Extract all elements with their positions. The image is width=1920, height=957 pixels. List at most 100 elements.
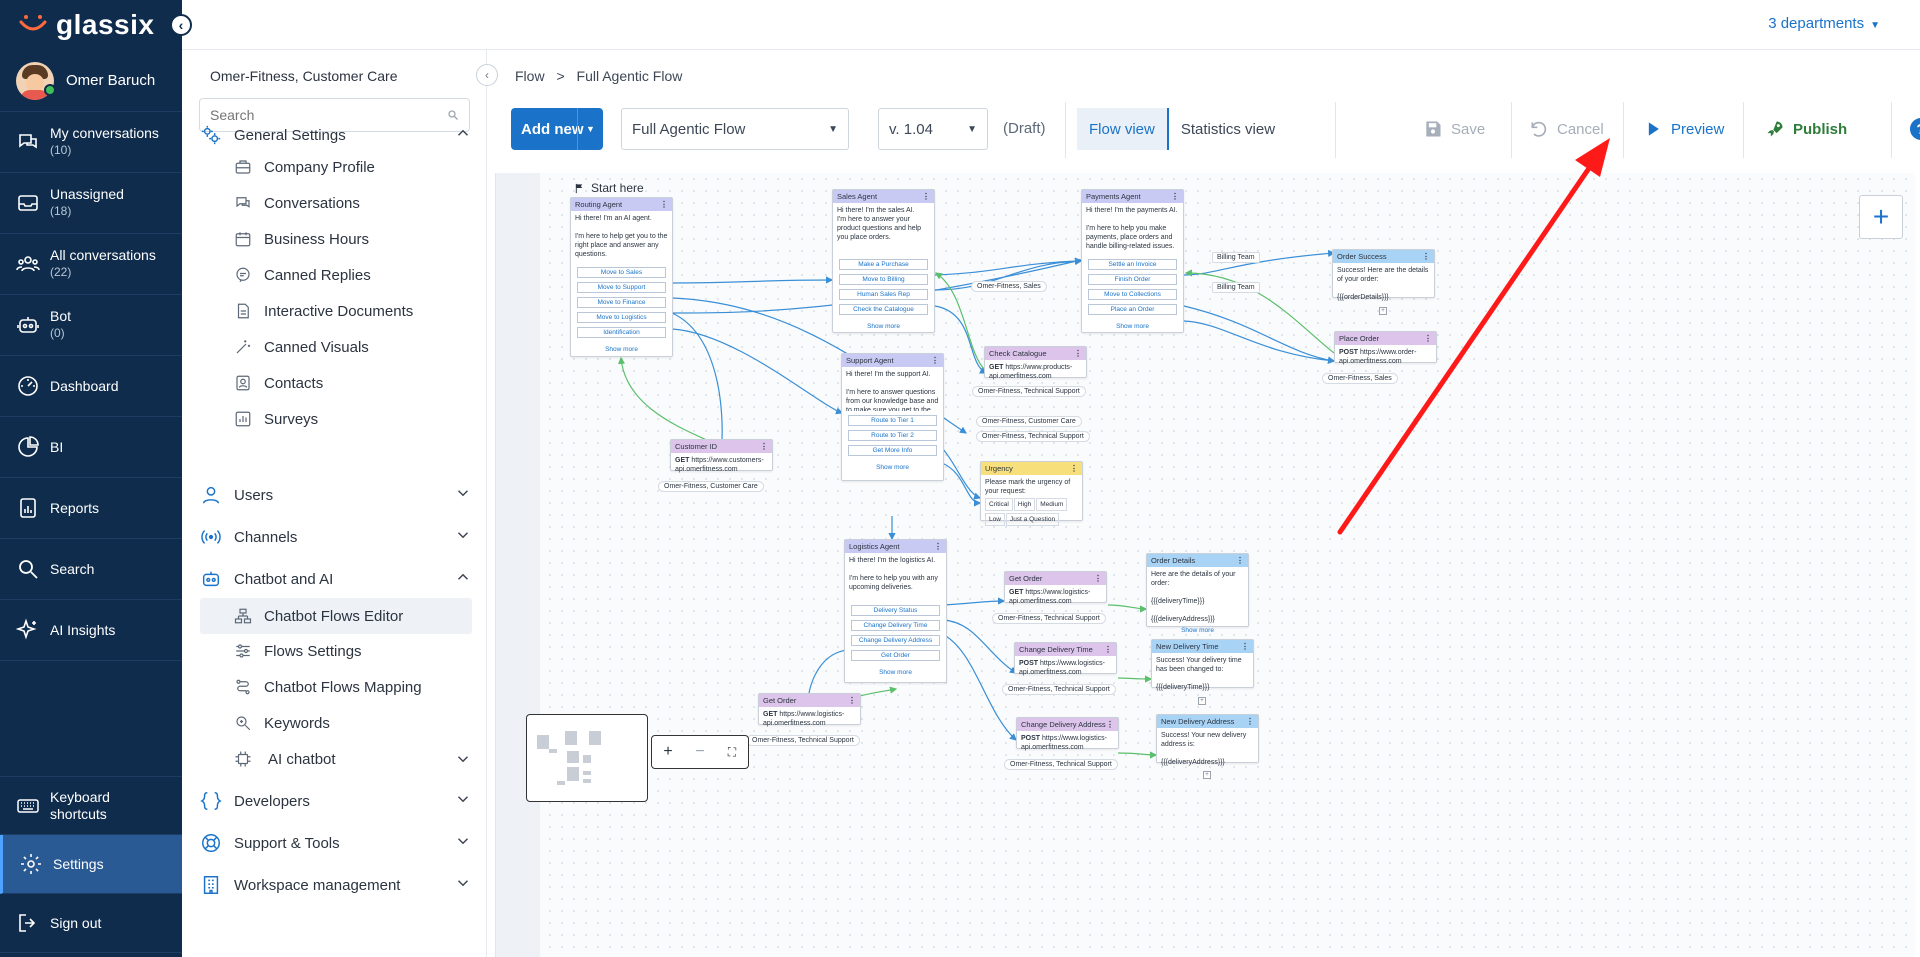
flow-canvas[interactable]: Start here Routing Agent⋮ Hi there! I'm … [495,173,1915,957]
node-button[interactable]: Route to Tier 2 [848,430,937,441]
more-options-icon[interactable]: ⋮ [1104,645,1112,654]
add-new-dropdown-icon[interactable]: ▼ [577,108,603,150]
statistics-view-tab[interactable]: Statistics view [1180,120,1276,138]
departments-dropdown[interactable]: 3 departments▼ [1768,15,1880,32]
team-chip[interactable]: Omer-Fitness, Sales [971,281,1047,292]
node-logistics-agent[interactable]: Logistics Agent⋮ Hi there! I'm the logis… [844,539,947,683]
show-more-link[interactable]: Show more [876,464,909,471]
zoom-out-button[interactable]: − [695,743,705,760]
node-button[interactable]: Change Delivery Time [851,620,940,631]
team-chip[interactable]: Omer-Fitness, Technical Support [992,613,1106,624]
more-options-icon[interactable]: ⋮ [1094,574,1102,583]
cancel-button[interactable]: Cancel [1529,108,1604,150]
nav-settings[interactable]: Settings [0,835,182,894]
save-button[interactable]: Save [1423,108,1485,150]
flow-view-tab[interactable]: Flow view [1077,108,1169,150]
node-sales-agent[interactable]: Sales Agent⋮ Hi there! I'm the sales AI.… [832,189,935,333]
more-options-icon[interactable]: ⋮ [660,200,668,209]
menu-surveys[interactable]: Surveys [200,402,472,436]
node-button[interactable]: Get Order [851,650,940,661]
node-new-delivery-time[interactable]: New Delivery Time⋮ Success! Your deliver… [1151,639,1254,691]
node-support-agent[interactable]: Support Agent⋮ Hi there! I'm the support… [841,353,944,481]
nav-unassigned[interactable]: Unassigned(18) [0,173,182,234]
menu-company-profile[interactable]: Company Profile [200,150,472,184]
menu-chatbot-flows-editor[interactable]: Chatbot Flows Editor [200,598,472,634]
more-options-icon[interactable]: ⋮ [1236,556,1244,565]
menu-conversations[interactable]: Conversations [200,186,472,220]
node-order-details[interactable]: Order Details⋮ Here are the details of y… [1146,553,1249,634]
minimap[interactable] [526,714,648,802]
urgency-option[interactable]: Low [985,513,1005,526]
section-support-tools[interactable]: Support & Tools [200,832,472,854]
team-chip[interactable]: Omer-Fitness, Technical Support [746,735,860,746]
urgency-option[interactable]: Medium [1036,498,1068,511]
collapse-nav-button[interactable]: ‹ [170,14,192,36]
node-button[interactable]: Identification [577,327,666,338]
urgency-option[interactable]: High [1013,498,1036,511]
nav-bi[interactable]: BI [0,417,182,478]
node-button[interactable]: Place an Order [1088,304,1177,315]
team-chip[interactable]: Omer-Fitness, Customer Care [976,416,1082,427]
section-general-settings[interactable]: General Settings [200,124,472,146]
more-options-icon[interactable]: ⋮ [922,192,930,201]
menu-flows-settings[interactable]: Flows Settings [200,634,472,668]
nav-my-conversations[interactable]: My conversations(10) [0,112,182,173]
menu-ai-chatbot[interactable]: AI chatbot [200,742,472,776]
section-developers[interactable]: Developers [200,790,472,812]
node-button[interactable]: Move to Logistics [577,312,666,323]
menu-canned-visuals[interactable]: Canned Visuals [200,330,472,364]
node-button[interactable]: Check the Catalogue [839,304,928,315]
node-order-success[interactable]: Order Success⋮ Success! Here are the det… [1332,249,1435,301]
node-check-catalogue[interactable]: Check Catalogue⋮ GET https://www.product… [984,346,1087,380]
more-options-icon[interactable]: ⋮ [1070,464,1078,473]
urgency-option[interactable]: Critical [985,498,1013,511]
node-button[interactable]: Delivery Status [851,605,940,616]
node-get-order-2[interactable]: Get Order⋮ GET https://www.logistics-api… [758,693,861,727]
more-options-icon[interactable]: ⋮ [1424,334,1432,343]
show-more-link[interactable]: Show more [1181,627,1214,634]
user-profile[interactable]: Omer Baruch [0,50,182,112]
node-button[interactable]: Move to Sales [577,267,666,278]
node-button[interactable]: Human Sales Rep [839,289,928,300]
flow-select[interactable]: Full Agentic Flow ▼ [621,108,849,150]
menu-business-hours[interactable]: Business Hours [200,222,472,256]
node-customer-id[interactable]: Customer ID⋮ GET https://www.customers-a… [670,439,773,473]
nav-sign-out[interactable]: Sign out [0,894,182,953]
settings-search[interactable] [199,98,470,132]
node-place-order[interactable]: Place Order⋮ POST https://www.order-api.… [1334,331,1437,365]
show-more-link[interactable]: Show more [867,323,900,330]
add-step-button[interactable]: + [1379,307,1387,315]
node-button[interactable]: Route to Tier 1 [848,415,937,426]
more-options-icon[interactable]: ⋮ [1246,717,1254,726]
menu-keywords[interactable]: Keywords [200,706,472,740]
node-button[interactable]: Finish Order [1088,274,1177,285]
node-new-delivery-address[interactable]: New Delivery Address⋮ Success! Your new … [1156,714,1259,766]
team-tag[interactable]: Billing Team [1212,252,1260,263]
nav-all-conversations[interactable]: All conversations(22) [0,234,182,295]
more-options-icon[interactable]: ⋮ [934,542,942,551]
nav-search[interactable]: Search [0,539,182,600]
show-more-link[interactable]: Show more [879,669,912,676]
team-chip[interactable]: Omer-Fitness, Customer Care [658,481,764,492]
node-button[interactable]: Move to Billing [839,274,928,285]
node-button[interactable]: Change Delivery Address [851,635,940,646]
more-options-icon[interactable]: ⋮ [1171,192,1179,201]
nav-ai-insights[interactable]: AI Insights [0,600,182,661]
node-change-delivery-address[interactable]: Change Delivery Address⋮ POST https://ww… [1016,717,1119,751]
collapse-settings-button[interactable]: ‹ [476,64,498,86]
nav-keyboard-shortcuts[interactable]: Keyboard shortcuts [0,776,182,835]
section-channels[interactable]: Channels [200,526,472,548]
team-chip[interactable]: Omer-Fitness, Technical Support [972,386,1086,397]
section-users[interactable]: Users [200,484,472,506]
node-button[interactable]: Get More Info [848,445,937,456]
node-payments-agent[interactable]: Payments Agent⋮ Hi there! I'm the paymen… [1081,189,1184,333]
preview-button[interactable]: Preview [1643,108,1724,150]
nav-reports[interactable]: Reports [0,478,182,539]
breadcrumb-root[interactable]: Flow [515,68,545,84]
logo[interactable]: glassix [0,0,182,50]
more-options-icon[interactable]: ⋮ [760,442,768,451]
team-chip[interactable]: Omer-Fitness, Technical Support [1002,684,1116,695]
add-node-button[interactable]: + [1859,195,1903,239]
show-more-link[interactable]: Show more [605,346,638,353]
menu-canned-replies[interactable]: Canned Replies [200,258,472,292]
